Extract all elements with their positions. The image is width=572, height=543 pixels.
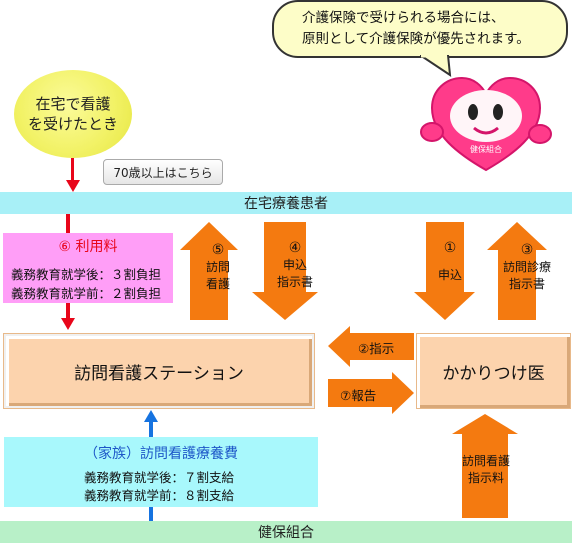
mascot-face bbox=[450, 90, 522, 142]
arrow-3-num: ③ bbox=[520, 242, 534, 258]
arrow-4-line2: 指示書 bbox=[276, 275, 313, 289]
speech-bubble: 介護保険で受けられる場合には、 原則として介護保険が優先されます。 bbox=[272, 0, 568, 58]
fee-order-line2: 指示料 bbox=[467, 471, 504, 485]
arrow-5-line2: 看護 bbox=[205, 277, 230, 291]
family-line-1: 義務教育就学後：７割支給 bbox=[84, 470, 235, 485]
arrow-3-line1: 訪問診療 bbox=[502, 260, 551, 274]
start-bubble: 在宅で看護 を受けたとき bbox=[14, 70, 132, 158]
family-doctor-node: かかりつけ医 bbox=[417, 334, 570, 408]
patient-label: 在宅療養患者 bbox=[244, 196, 328, 212]
speech-line-2: 原則として介護保険が優先されます。 bbox=[302, 31, 530, 47]
age-70-plus-label: 70歳以上はこちら bbox=[113, 165, 213, 180]
family-title: （家族）訪問看護療養費 bbox=[84, 446, 238, 462]
family-benefit-box: （家族）訪問看護療養費 義務教育就学後：７割支給 義務教育就学前：８割支給 bbox=[4, 437, 318, 507]
family-doctor-label: かかりつけ医 bbox=[442, 363, 545, 384]
arrow-4-down bbox=[252, 222, 318, 320]
fee-order-label: 訪問看護 指示料 bbox=[460, 453, 512, 487]
fee-box: ⑥ 利用料 義務教育就学後：３割負担 義務教育就学前：２割負担 bbox=[3, 233, 173, 303]
blue-arrow-head bbox=[144, 410, 158, 422]
nursing-station-node: 訪問看護ステーション bbox=[4, 334, 314, 408]
mascot-mouth bbox=[473, 126, 499, 135]
blue-arrow-shaft-bottom bbox=[149, 507, 153, 521]
horizontal-arrows-svg bbox=[328, 326, 414, 414]
red-arrow-shaft-3 bbox=[66, 303, 70, 319]
arrow-7-right bbox=[328, 372, 414, 414]
arrow-2-left bbox=[328, 326, 414, 367]
nursing-station-label: 訪問看護ステーション bbox=[74, 363, 244, 384]
patient-band: 在宅療養患者 bbox=[0, 192, 572, 214]
arrow-5-up bbox=[180, 222, 238, 320]
speech-line-1: 介護保険で受けられる場合には、 bbox=[302, 10, 505, 26]
start-line-2: を受けたとき bbox=[27, 115, 118, 133]
arrow-5-line1: 訪問 bbox=[205, 260, 230, 274]
start-line-1: 在宅で看護 bbox=[35, 95, 111, 113]
mascot-right-arm bbox=[528, 124, 552, 144]
arrow-5-label: ⑤ 訪問 看護 bbox=[200, 242, 236, 293]
fee-line-1: 義務教育就学後：３割負担 bbox=[11, 267, 162, 282]
arrow-1-label: ① 申込 bbox=[425, 240, 475, 284]
insurer-band: 健保組合 bbox=[0, 521, 572, 543]
mascot-left-arm bbox=[420, 122, 444, 142]
family-line-2: 義務教育就学前：８割支給 bbox=[84, 488, 235, 503]
arrow-4-num: ④ bbox=[288, 240, 302, 256]
red-arrow-shaft-1 bbox=[71, 158, 74, 180]
arrow-7-label: ⑦報告 bbox=[340, 388, 377, 403]
insurer-label: 健保組合 bbox=[258, 525, 314, 541]
mascot-badge: 健保組合 bbox=[470, 144, 502, 154]
heart-mascot: 健保組合 bbox=[420, 76, 552, 172]
arrow-4-label: ④ 申込 指示書 bbox=[267, 240, 323, 291]
blue-arrow-shaft-top bbox=[149, 422, 153, 437]
fee-order-arrow-svg bbox=[452, 414, 518, 518]
mascot-right-eye bbox=[493, 104, 503, 120]
arrow-4-line1: 申込 bbox=[282, 258, 307, 272]
fee-line-2: 義務教育就学前：２割負担 bbox=[11, 286, 162, 301]
fee-order-arrow bbox=[452, 414, 518, 518]
arrow-5-num: ⑤ bbox=[211, 242, 225, 258]
arrow-1-line1: 申込 bbox=[437, 268, 462, 282]
red-arrow-shaft-2 bbox=[66, 214, 70, 233]
red-arrow-head-1 bbox=[66, 180, 80, 192]
arrow-1-num: ① bbox=[443, 240, 457, 256]
age-70-plus-button[interactable]: 70歳以上はこちら bbox=[103, 159, 223, 185]
fee-title: ⑥ 利用料 bbox=[58, 239, 118, 255]
mascot-left-eye bbox=[468, 104, 478, 120]
arrow-3-up bbox=[487, 222, 547, 320]
arrow-1-down bbox=[414, 222, 475, 320]
orange-arrows-svg bbox=[180, 222, 547, 320]
red-arrow-head-3 bbox=[61, 318, 75, 330]
speech-tail bbox=[420, 55, 452, 77]
fee-order-line1: 訪問看護 bbox=[461, 454, 510, 468]
arrow-3-label: ③ 訪問診療 指示書 bbox=[495, 242, 559, 293]
arrow-3-line2: 指示書 bbox=[508, 277, 545, 291]
arrow-2-label: ②指示 bbox=[358, 341, 395, 356]
